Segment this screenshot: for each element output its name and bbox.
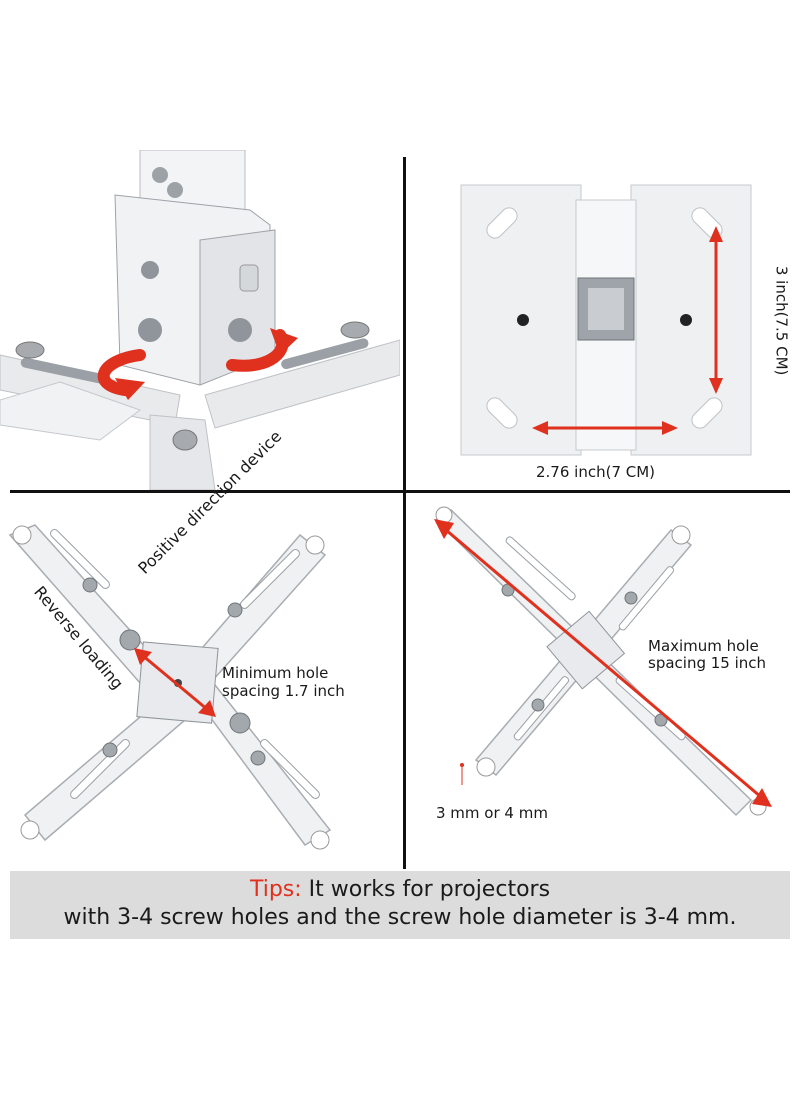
panel-mount-rotation	[0, 150, 400, 490]
min-hole-label-line2: spacing 1.7 inch	[222, 682, 345, 700]
tips-line1: Tips: It works for projectors	[10, 877, 790, 902]
tips-prefix: Tips:	[249, 877, 302, 902]
screw-size-label: 3 mm or 4 mm	[436, 804, 548, 822]
horizontal-divider	[10, 490, 790, 493]
panel-max-spacing: Maximum hole spacing 15 inch 3 mm or 4 m…	[406, 495, 800, 869]
cross-arms-max-illustration	[434, 506, 772, 817]
mount-rotation-illustration	[0, 150, 400, 490]
min-hole-label-line1: Minimum hole	[222, 664, 329, 682]
panel-min-spacing: Positive direction device Reverse loadin…	[0, 427, 400, 869]
bracket-illustration	[460, 184, 752, 456]
max-hole-label-line1: Maximum hole	[648, 637, 759, 655]
tips-box: Tips: It works for projectors with 3-4 s…	[10, 871, 790, 939]
tips-line1-text: It works for projectors	[301, 877, 551, 902]
cross-arms-min-illustration	[8, 524, 332, 850]
vertical-divider	[403, 157, 406, 869]
max-hole-label-line2: spacing 15 inch	[648, 654, 767, 672]
tips-line2: with 3-4 screw holes and the screw hole …	[63, 905, 737, 930]
bracket-height-label: 3 inch(7.5 CM)	[772, 265, 791, 376]
bracket-width-label: 2.76 inch(7 CM)	[536, 463, 656, 481]
panel-bracket-dimensions: 3 inch(7.5 CM) 2.76 inch(7 CM)	[406, 150, 800, 490]
